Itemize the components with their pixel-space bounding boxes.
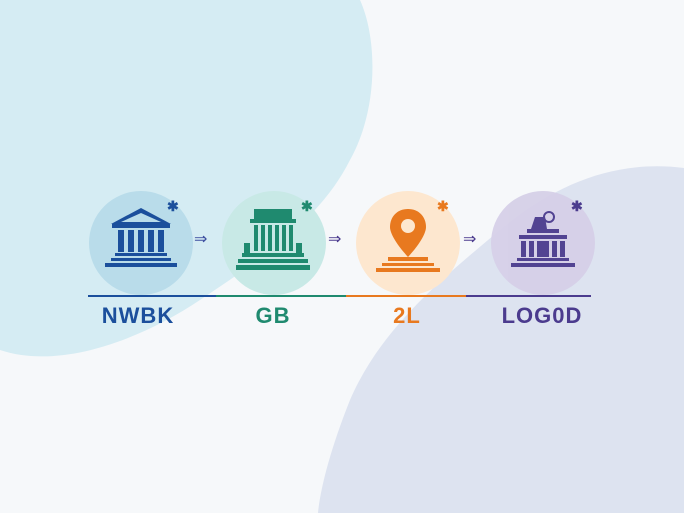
- location-pin-icon: [376, 209, 440, 272]
- timeline-segment-orange: [346, 295, 466, 297]
- step-gb: [222, 191, 326, 295]
- step-2l: [356, 191, 460, 295]
- monument-building-icon: [511, 211, 575, 267]
- blob-left: [0, 0, 373, 357]
- bank-columns-icon: [105, 208, 177, 267]
- sparkle-icon: ✱: [301, 198, 313, 214]
- step-label-gb: GB: [255, 303, 291, 328]
- timeline-segment-purple: [466, 295, 591, 297]
- step-nwbk: [89, 191, 193, 295]
- step-label-nwbk: NWBK: [101, 303, 175, 328]
- arrow-icon: ⇒: [194, 231, 208, 248]
- step-log0d: [491, 191, 595, 295]
- arrow-icon: ⇒: [328, 231, 342, 248]
- sparkle-icon: ✱: [437, 198, 449, 214]
- arrow-icon: ⇒: [463, 231, 477, 248]
- sparkle-icon: ✱: [167, 198, 179, 214]
- step-label-log0d: LOG0D: [501, 303, 583, 328]
- timeline-segment-green: [216, 295, 346, 297]
- memorial-building-icon: [236, 209, 310, 270]
- step-label-2l: 2L: [393, 303, 421, 328]
- timeline-segment-blue: [88, 295, 216, 297]
- sparkle-icon: ✱: [571, 198, 583, 214]
